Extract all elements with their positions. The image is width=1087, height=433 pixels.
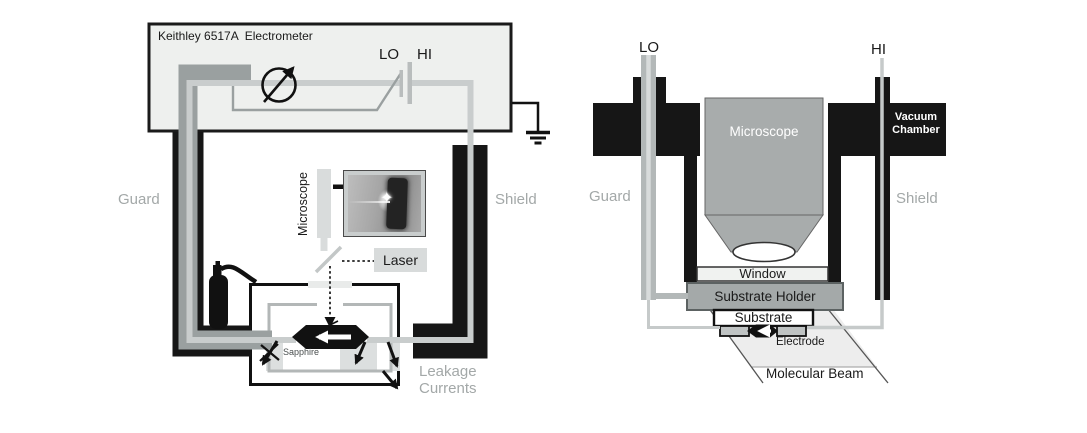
laser-label: Laser <box>382 252 419 268</box>
chamber-window-gap <box>308 281 352 288</box>
microscope-body <box>317 169 331 251</box>
terminal-hi-label-left: HI <box>417 46 432 63</box>
camera-mount-tick <box>333 184 345 189</box>
photo-laser-trace <box>348 200 391 203</box>
guard-label-left: Guard <box>118 191 160 208</box>
terminal-hi-label-right: HI <box>871 41 886 58</box>
window-label: Window <box>739 266 786 281</box>
ground-icon <box>512 101 550 145</box>
microscope-right <box>704 97 824 263</box>
circuit-diagram <box>147 22 550 390</box>
substrate-holder-label: Substrate Holder <box>714 289 816 304</box>
guard-label-right: Guard <box>589 188 631 205</box>
crystal-photo: ✦ <box>348 175 421 232</box>
blocked-leakage-cross <box>259 343 280 362</box>
mirror-icon <box>314 245 343 274</box>
voltage-source-icon <box>399 62 412 104</box>
sample-holder-outline <box>267 303 393 373</box>
substrate-holder-box <box>686 282 844 311</box>
ammeter-icon <box>261 66 297 103</box>
microscope-camera-view: ✦ <box>343 170 426 237</box>
hi-feedthrough-wire <box>807 58 884 330</box>
chamber-cross-section <box>593 55 946 384</box>
shield-label-right: Shield <box>896 190 938 207</box>
electrometer-title: Keithley 6517A Electrometer <box>158 29 313 43</box>
vacuum-chamber-label: Vacuum Chamber <box>892 111 940 136</box>
leakage-currents-label: Leakage Currents <box>419 363 477 397</box>
terminal-lo-label-left: LO <box>379 46 400 63</box>
electrode-label: Electrode <box>776 336 825 348</box>
microscope-label-left: Microscope <box>296 172 310 236</box>
substrate-label: Substrate <box>734 310 793 325</box>
sapphire-label: Sapphire <box>283 347 320 357</box>
terminal-lo-label-right: LO <box>639 39 660 56</box>
objective-lens <box>732 241 796 263</box>
microscope-label-right: Microscope <box>729 124 799 139</box>
shield-label-left: Shield <box>495 191 537 208</box>
molecular-beam-label: Molecular Beam <box>766 366 864 381</box>
laser-spot-icon: ✦ <box>380 189 394 207</box>
gas-cylinder-icon <box>209 261 258 329</box>
laser-source-box <box>374 248 427 272</box>
window-bar <box>696 266 829 282</box>
lo-feedthrough-wire <box>641 55 720 329</box>
feedback-wire <box>231 72 403 112</box>
laser-beam <box>321 260 374 330</box>
hi-wire <box>367 80 474 343</box>
